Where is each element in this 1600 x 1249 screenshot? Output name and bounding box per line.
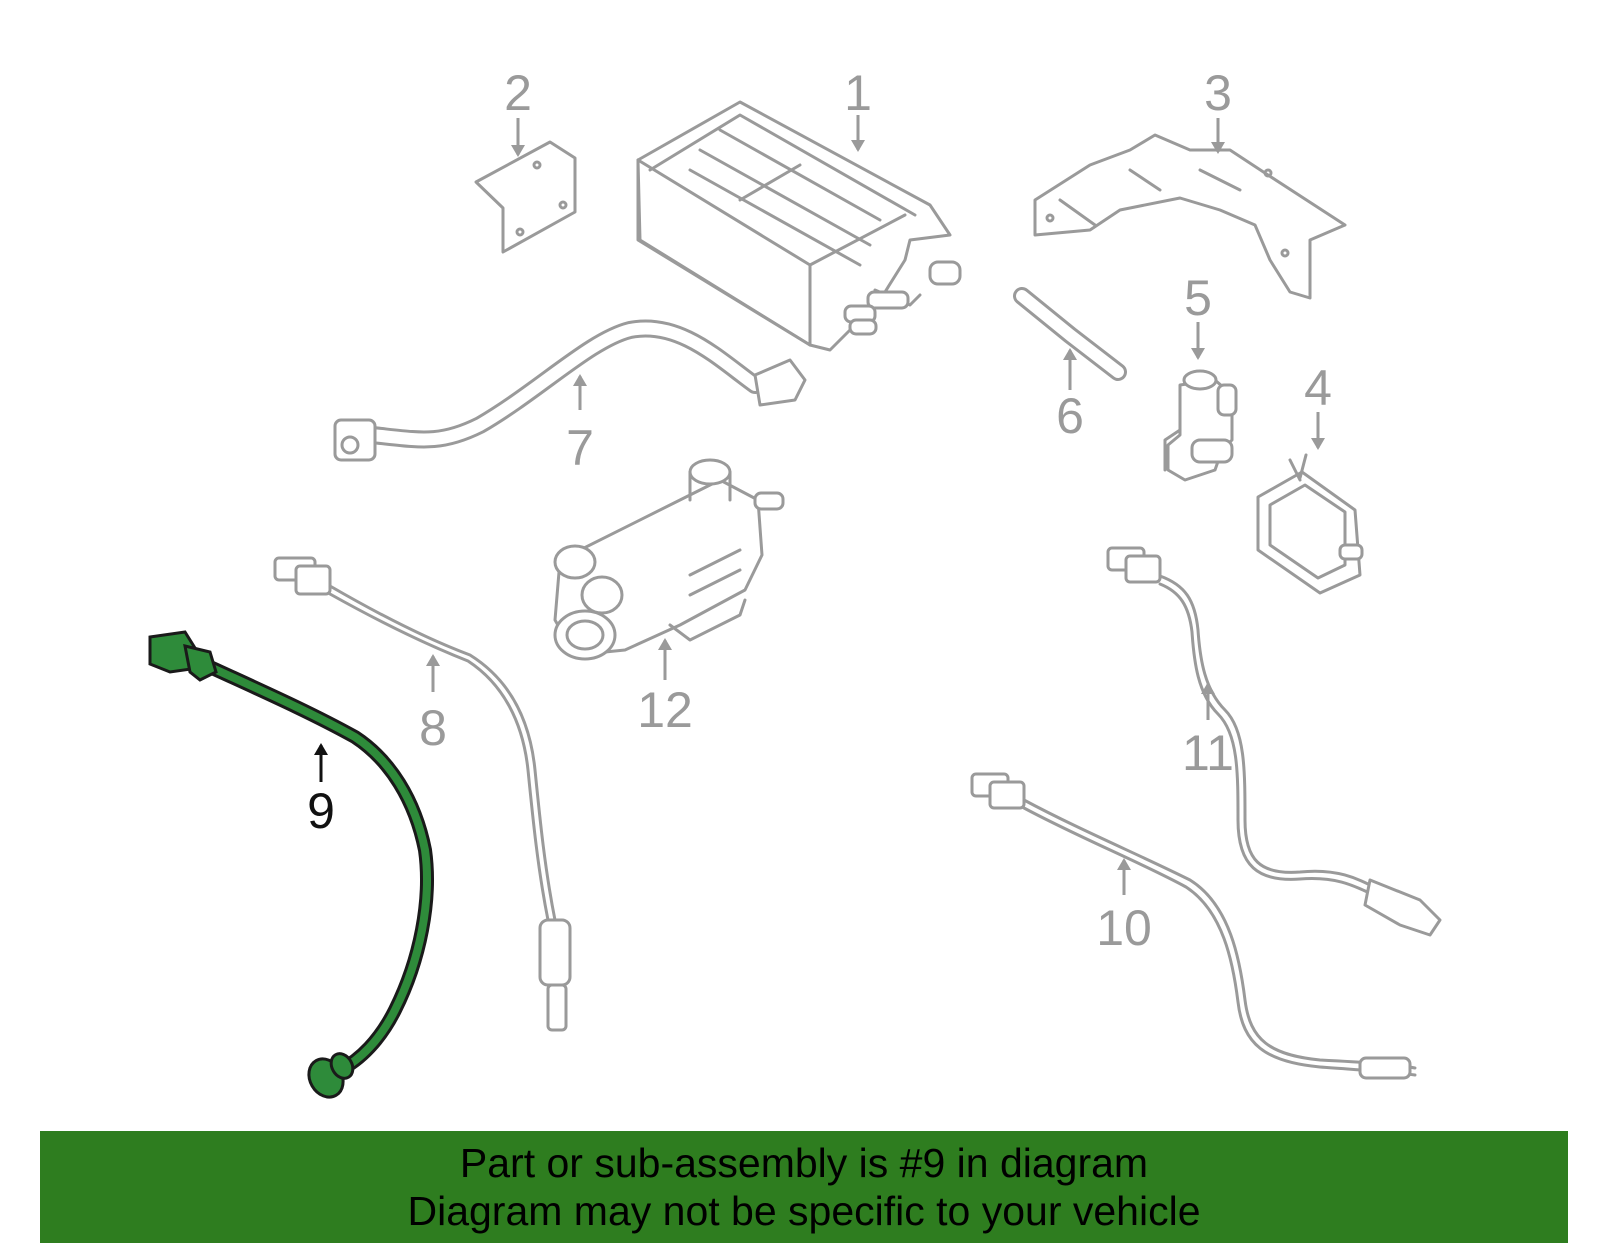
footer-line-disclaimer: Diagram may not be specific to your vehi… — [407, 1188, 1201, 1234]
svg-text:8: 8 — [419, 700, 447, 756]
part-8-sensor[interactable] — [273, 556, 572, 1032]
callout-12: 12 — [637, 638, 693, 738]
callout-10: 10 — [1096, 858, 1152, 956]
svg-text:2: 2 — [504, 65, 532, 121]
callout-4: 4 — [1304, 360, 1332, 450]
part-5-valve[interactable] — [1163, 369, 1238, 482]
svg-text:3: 3 — [1204, 65, 1232, 121]
part-4-module[interactable] — [1256, 453, 1364, 595]
svg-text:5: 5 — [1184, 270, 1212, 326]
callout-6: 6 — [1056, 348, 1084, 444]
part-1-canister[interactable] — [636, 100, 962, 352]
part-10-sensor[interactable] — [970, 772, 1417, 1080]
part-7-hose[interactable] — [333, 319, 807, 462]
footer-line-part: Part or sub-assembly is #9 in diagram — [459, 1140, 1149, 1186]
part-12-canister[interactable] — [553, 458, 785, 661]
part-11-sensor[interactable] — [1106, 546, 1442, 937]
svg-text:10: 10 — [1096, 900, 1152, 956]
svg-text:11: 11 — [1182, 725, 1234, 781]
callout-5: 5 — [1184, 270, 1212, 360]
callout-7: 7 — [566, 374, 594, 476]
svg-text:7: 7 — [566, 420, 594, 476]
part-9-sensor-highlighted[interactable] — [148, 630, 434, 1103]
svg-text:12: 12 — [637, 682, 693, 738]
callout-1: 1 — [844, 65, 872, 152]
callout-3: 3 — [1204, 65, 1232, 154]
callout-9-active: 9 — [307, 743, 335, 839]
part-6-hose[interactable] — [1013, 287, 1127, 381]
callout-11: 11 — [1182, 682, 1234, 781]
callout-2: 2 — [504, 65, 532, 157]
svg-text:4: 4 — [1304, 360, 1332, 416]
part-2-bracket[interactable] — [474, 140, 577, 254]
callout-8: 8 — [419, 654, 447, 756]
svg-text:1: 1 — [844, 65, 872, 121]
footer-banner: Part or sub-assembly is #9 in diagram Di… — [40, 1131, 1568, 1243]
svg-text:6: 6 — [1056, 388, 1084, 444]
svg-text:9: 9 — [307, 783, 335, 839]
part-3-bracket[interactable] — [1033, 133, 1347, 300]
